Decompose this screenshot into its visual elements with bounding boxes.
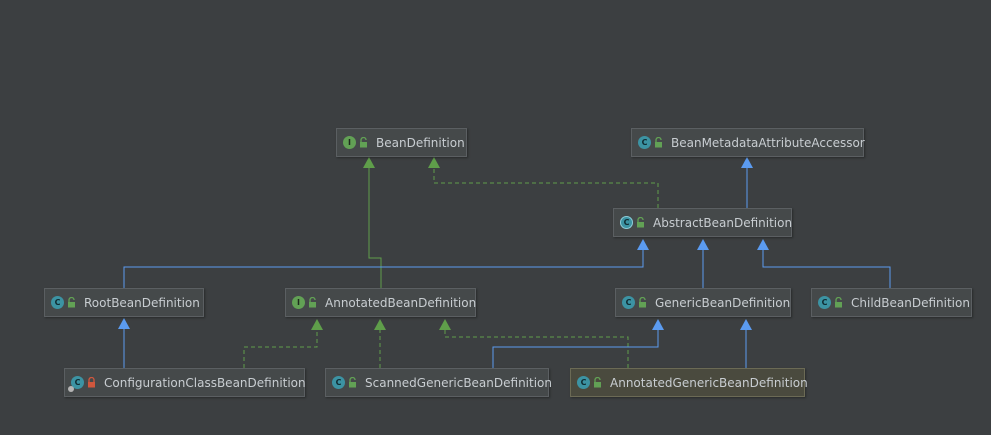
public-lock-icon xyxy=(68,297,75,308)
edge-configuration-to-root xyxy=(118,318,130,368)
extends-arrowhead xyxy=(118,318,130,329)
class-icon: C xyxy=(332,376,345,389)
public-lock-icon xyxy=(655,137,662,148)
extends-arrowhead xyxy=(697,239,709,250)
node-label: GenericBeanDefinition xyxy=(655,295,791,310)
edge-abstract-to-metadata-accessor xyxy=(741,157,753,208)
node-root-bean-definition[interactable]: C RootBeanDefinition xyxy=(44,288,204,317)
node-label: ChildBeanDefinition xyxy=(851,295,970,310)
extends-line xyxy=(492,329,659,368)
node-label: AbstractBeanDefinition xyxy=(653,215,793,230)
edge-scanned-to-annotated xyxy=(374,319,386,368)
public-lock-icon xyxy=(360,137,367,148)
public-lock-icon xyxy=(349,377,356,388)
class-icon: C xyxy=(818,296,831,309)
edge-annotated-generic-to-generic xyxy=(740,319,752,368)
node-scanned-generic-bean-definition[interactable]: C ScannedGenericBeanDefinition xyxy=(325,368,552,397)
extends-interface-arrowhead xyxy=(363,157,375,168)
extends-arrowhead xyxy=(757,239,769,250)
node-label: AnnotatedBeanDefinition xyxy=(325,295,477,310)
extends-arrowhead xyxy=(652,319,664,330)
extends-interface-line xyxy=(368,168,382,288)
node-child-bean-definition[interactable]: C ChildBeanDefinition xyxy=(811,288,972,317)
class-icon: C xyxy=(577,376,590,389)
extends-arrowhead xyxy=(740,319,752,330)
node-annotated-bean-definition[interactable]: I AnnotatedBeanDefinition xyxy=(285,288,476,317)
node-bean-definition[interactable]: I BeanDefinition xyxy=(336,128,467,157)
edge-abstract-to-bean-definition xyxy=(428,157,659,208)
implements-line xyxy=(433,168,659,208)
edge-configuration-to-annotated xyxy=(243,319,323,368)
extends-line xyxy=(762,249,891,288)
implements-arrowhead xyxy=(311,319,323,330)
edge-root-to-abstract xyxy=(123,239,649,288)
class-icon: C xyxy=(51,296,64,309)
public-lock-icon xyxy=(594,377,601,388)
interface-icon: I xyxy=(343,136,356,149)
class-icon: C xyxy=(68,376,84,392)
private-lock-icon xyxy=(88,377,95,388)
edge-child-to-abstract xyxy=(757,239,891,288)
public-lock-icon xyxy=(637,217,644,228)
edge-annotated-generic-to-annotated xyxy=(439,319,629,368)
edge-scanned-to-generic xyxy=(492,319,664,368)
implements-arrowhead xyxy=(374,319,386,330)
node-generic-bean-definition[interactable]: C GenericBeanDefinition xyxy=(615,288,791,317)
extends-arrowhead xyxy=(637,239,649,250)
abstract-class-icon: C xyxy=(620,216,633,229)
implements-arrowhead xyxy=(439,319,451,330)
interface-icon: I xyxy=(292,296,305,309)
node-abstract-bean-definition[interactable]: C AbstractBeanDefinition xyxy=(613,208,792,237)
node-label: BeanDefinition xyxy=(376,135,465,150)
node-label: ConfigurationClassBeanDefinition xyxy=(104,375,306,390)
edge-annotated-to-bean-definition xyxy=(363,157,382,288)
extends-arrowhead xyxy=(741,157,753,168)
implements-line xyxy=(243,329,318,368)
public-lock-icon xyxy=(835,297,842,308)
public-lock-icon xyxy=(309,297,316,308)
node-configuration-class-bean-definition[interactable]: C ConfigurationClassBeanDefinition xyxy=(64,368,306,397)
node-bean-metadata-attribute-accessor[interactable]: C BeanMetadataAttributeAccessor xyxy=(631,128,865,157)
node-label: BeanMetadataAttributeAccessor xyxy=(671,135,865,150)
node-label: AnnotatedGenericBeanDefinition xyxy=(610,375,808,390)
node-annotated-generic-bean-definition[interactable]: C AnnotatedGenericBeanDefinition xyxy=(570,368,808,397)
node-label: ScannedGenericBeanDefinition xyxy=(365,375,552,390)
node-label: RootBeanDefinition xyxy=(84,295,200,310)
class-icon: C xyxy=(638,136,651,149)
class-icon: C xyxy=(622,296,635,309)
public-lock-icon xyxy=(639,297,646,308)
implements-arrowhead xyxy=(428,157,440,168)
edge-generic-to-abstract xyxy=(697,239,709,288)
extends-line xyxy=(123,249,644,288)
implements-line xyxy=(444,329,629,368)
